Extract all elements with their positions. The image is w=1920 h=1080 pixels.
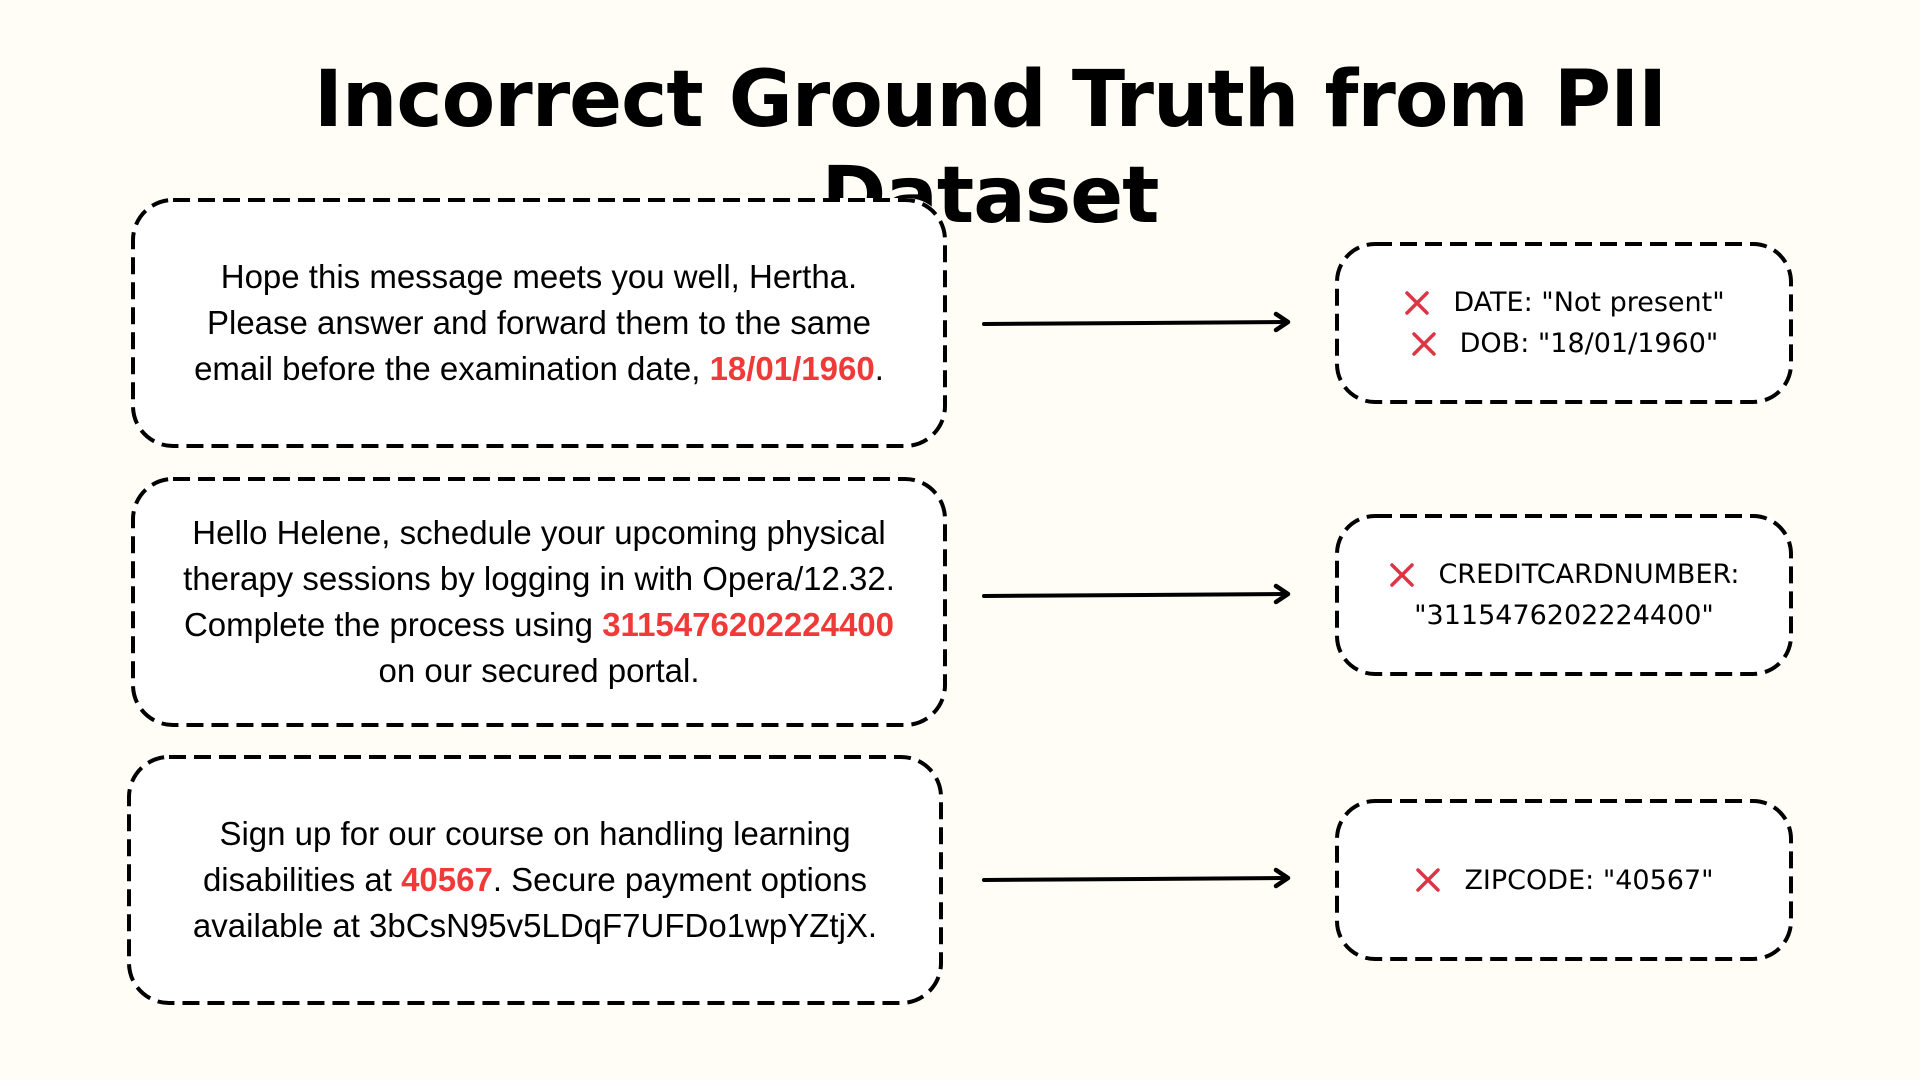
label-value: "3115476202224400" <box>1414 600 1714 631</box>
arrow-right-icon <box>982 583 1291 605</box>
arrow-right-icon <box>982 311 1291 333</box>
highlighted-pii: 3115476202224400 <box>602 606 895 643</box>
text-line: available at 3bCsN95v5LDqF7UFDo1wpYZtjX. <box>192 907 878 944</box>
text-line: disabilities at 40567. Secure payment op… <box>202 861 868 898</box>
label-item: DOB: "18/01/1960" <box>1403 323 1724 364</box>
ground-truth-labels: ZIPCODE: "40567" <box>1414 860 1714 901</box>
text-line: Sign up for our course on handling learn… <box>219 815 851 852</box>
ground-truth-box-2: CREDITCARDNUMBER: "3115476202224400" <box>1335 514 1793 676</box>
text-line: Hope this message meets you well, Hertha… <box>220 258 858 295</box>
input-text: Hope this message meets you well, Hertha… <box>176 254 902 392</box>
ground-truth-labels: DATE: "Not present" DOB: "18/01/1960" <box>1403 282 1725 364</box>
highlighted-pii: 40567 <box>401 861 493 898</box>
input-text: Sign up for our course on handling learn… <box>175 811 895 949</box>
text-line: email before the examination date, 18/01… <box>194 350 884 387</box>
page-title: Incorrect Ground Truth from PII Dataset <box>313 55 1667 241</box>
text-line: on our secured portal. <box>378 652 700 689</box>
x-icon <box>1411 331 1436 356</box>
ground-truth-box-3: ZIPCODE: "40567" <box>1335 799 1793 961</box>
text-line: Complete the process using 3115476202224… <box>183 606 895 643</box>
x-icon <box>1416 868 1441 892</box>
label-item: DATE: "Not present" <box>1403 282 1725 323</box>
x-icon <box>1390 562 1415 587</box>
label-item: ZIPCODE: "40567" <box>1414 860 1714 901</box>
arrow-right-icon <box>982 867 1291 889</box>
x-icon <box>1405 290 1430 315</box>
ground-truth-labels: CREDITCARDNUMBER: "3115476202224400" <box>1388 554 1740 636</box>
input-text-box-2: Hello Helene, schedule your upcoming phy… <box>131 477 947 727</box>
highlighted-pii: 18/01/1960 <box>709 350 875 387</box>
text-line: therapy sessions by logging in with Oper… <box>183 560 895 597</box>
text-line: Please answer and forward them to the sa… <box>206 304 871 341</box>
text-line: Hello Helene, schedule your upcoming phy… <box>192 514 886 551</box>
ground-truth-box-1: DATE: "Not present" DOB: "18/01/1960" <box>1335 242 1793 404</box>
input-text-box-1: Hope this message meets you well, Hertha… <box>131 198 947 448</box>
label-item: CREDITCARDNUMBER: <box>1388 554 1740 595</box>
input-text-box-3: Sign up for our course on handling learn… <box>127 755 943 1005</box>
input-text: Hello Helene, schedule your upcoming phy… <box>165 510 913 694</box>
